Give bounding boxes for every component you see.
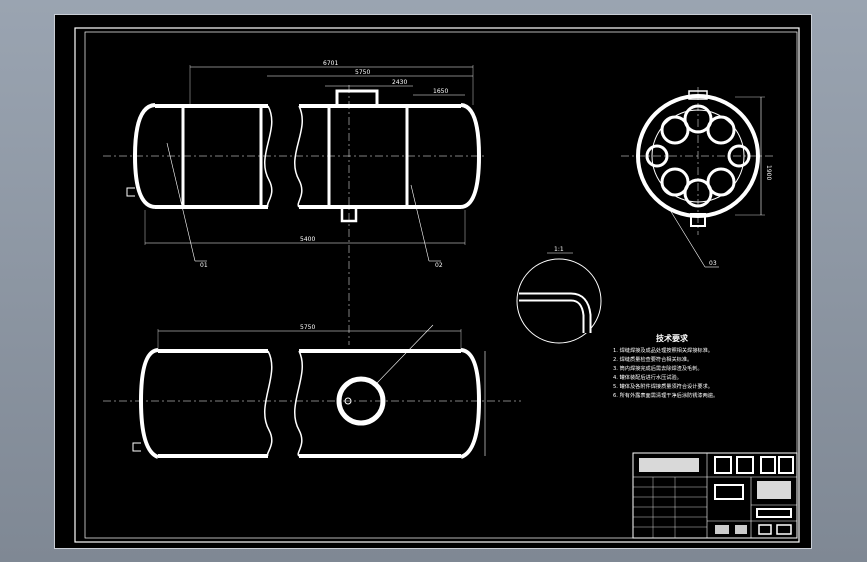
front-view: 6701 5750 2430 1650 5400 01 02 (103, 60, 485, 345)
dim-bottom-left: 5400 (300, 236, 315, 243)
drawing-sheet: 6701 5750 2430 1650 5400 01 02 1900 03 (54, 14, 812, 549)
dim-top-second: 5750 (355, 69, 370, 76)
dim-top-overall: 6701 (323, 60, 338, 67)
leader-label-01: 01 (200, 262, 208, 269)
dim-end-height: 1900 (765, 165, 772, 180)
outer-border (74, 27, 800, 543)
detail-scale-label: 1:1 (554, 246, 564, 253)
dim-top-third: 2430 (392, 79, 407, 86)
drawing-canvas: 6701 5750 2430 1650 5400 01 02 1900 03 (74, 27, 800, 543)
detail-view: 1:1 (516, 246, 602, 344)
plan-view: 5750 (103, 324, 521, 459)
leader-label-03: 03 (709, 260, 717, 267)
tech-requirements: 技术要求 1. 焊缝焊接及成品处理按照相关焊接标准。 2. 焊缝质量检查要符合相… (613, 333, 718, 399)
dim-plan-length: 5750 (300, 324, 315, 331)
tech-req-item-3: 3. 筒内焊接完成后需去除焊渣及毛刺。 (613, 364, 703, 372)
tech-req-title: 技术要求 (656, 333, 689, 343)
tech-req-item-4: 4. 罐体装配后进行水压试验。 (613, 373, 682, 381)
inner-border (84, 31, 798, 539)
tech-req-item-6: 6. 所有外露表面需清理干净后涂防锈漆两遍。 (613, 391, 718, 399)
title-block (632, 452, 798, 539)
tech-req-item-5: 5. 罐体及各附件焊接质量须符合设计要求。 (613, 382, 713, 390)
leader-label-02: 02 (435, 262, 443, 269)
dim-top-fourth: 1650 (433, 88, 448, 95)
tech-req-item-1: 1. 焊缝焊接及成品处理按照相关焊接标准。 (613, 346, 713, 354)
end-view: 1900 03 (621, 87, 775, 268)
tech-req-item-2: 2. 焊缝质量检查要符合相关标准。 (613, 355, 692, 363)
